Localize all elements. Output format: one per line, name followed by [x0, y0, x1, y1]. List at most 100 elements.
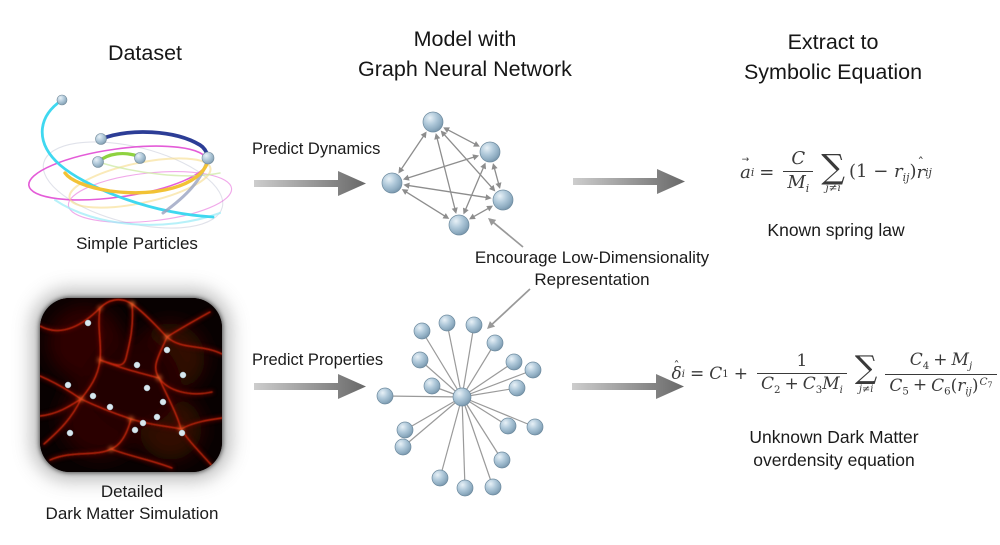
eq-plus: + — [733, 364, 748, 385]
eq-M: M — [951, 350, 969, 370]
edge-arrowhead — [472, 154, 480, 161]
particle-sphere — [134, 152, 146, 164]
eq-equals: = — [759, 161, 775, 183]
graph-node — [492, 189, 514, 211]
graph-edge — [461, 396, 503, 461]
column-header-model: Model with Graph Neural Network — [335, 24, 595, 84]
graph-edge — [406, 191, 445, 217]
edge-arrowhead — [401, 189, 409, 195]
particle-sphere — [92, 156, 104, 168]
graph-edge — [402, 396, 463, 448]
orbit-curve-cyan — [40, 98, 215, 219]
dark-matter-caption: Detailed Dark Matter Simulation — [26, 481, 238, 526]
dm-caption-line2: Dark Matter Simulation — [45, 504, 219, 524]
exponent-C7: C7 — [979, 376, 993, 389]
eq-sub-i: i — [839, 384, 843, 396]
header-model-line1: Model with — [413, 27, 517, 51]
eq-open: (1 − — [849, 160, 895, 182]
graph-edge — [461, 369, 534, 398]
arrow-head — [338, 171, 366, 196]
eq-sub-2: 2 — [773, 384, 781, 396]
arrow-shaft — [572, 383, 658, 390]
dm-eq-caption-line2: overdensity equation — [753, 449, 915, 470]
arrow-shaft — [254, 383, 340, 390]
eq-sub-7: 7 — [987, 379, 993, 389]
dm-eq-caption-line1: Unknown Dark Matter — [749, 427, 919, 447]
graph-edge — [400, 135, 425, 170]
sigma-symbol: ∑ — [854, 350, 878, 387]
graph-edge — [461, 324, 475, 398]
spring-caption: Known spring law — [736, 219, 936, 242]
graph-edge — [443, 134, 493, 188]
predict-properties-text: Predict Properties — [252, 351, 384, 369]
eq-C: C — [931, 375, 945, 396]
eq-C: C — [760, 373, 774, 394]
eq-C: C — [889, 375, 903, 396]
eq-C: C — [709, 364, 723, 385]
column-header-dataset: Dataset — [45, 38, 245, 68]
orbit-trail-green-faint — [97, 161, 221, 177]
eq-plus: + — [933, 350, 948, 370]
header-extract-line1: Extract to — [787, 30, 879, 54]
graph-node — [396, 421, 414, 439]
predict-dynamics-text: Predict Dynamics — [252, 140, 381, 158]
eq-sub-i: i — [805, 181, 810, 195]
eq-C: C — [791, 148, 806, 169]
gradient-arrow-extract-bottom — [572, 374, 684, 399]
frac-den: C5+C6(rij)C7 — [885, 373, 997, 398]
dark-matter-equation-caption: Unknown Dark Matter overdensity equation — [728, 426, 940, 472]
eq-sub-i: i — [681, 368, 685, 380]
graph-node — [524, 361, 542, 379]
graph-node — [465, 316, 483, 334]
frac-num: C4+Mj — [906, 350, 976, 374]
predict-dynamics-label: Predict Dynamics — [252, 140, 380, 159]
graph-node — [486, 334, 504, 352]
fraction-one-over-C2C3Mi: 1 C2+C3Mi — [756, 352, 847, 397]
graph-edge — [461, 396, 466, 489]
orbit-curve-green — [96, 151, 142, 164]
arrow-head — [657, 169, 685, 194]
graph-node — [438, 314, 456, 332]
graph-node — [456, 479, 474, 497]
graph-node — [505, 353, 523, 371]
vector-a: a→ — [740, 155, 751, 182]
eq-sub-6: 6 — [944, 386, 951, 398]
graph-node — [526, 418, 544, 436]
orbit-particles — [56, 94, 215, 168]
graph-node — [484, 478, 502, 496]
graph-edge — [384, 395, 463, 398]
edge-arrowhead — [420, 131, 427, 139]
gradient-arrow-properties — [254, 374, 366, 399]
graph-edge — [421, 330, 463, 398]
graph-edge — [447, 129, 476, 145]
frac-den: C2+C3Mi — [756, 372, 847, 397]
sum-limits: j≠i — [825, 182, 841, 195]
encourage-line1: Encourage Low-Dimensionality — [474, 248, 710, 267]
eq-sub-ij: ij — [925, 165, 932, 179]
dm-caption-line1: Detailed — [100, 482, 164, 501]
hat-accent: ˆ — [673, 359, 680, 374]
edge-arrowhead — [486, 205, 494, 212]
graph-node — [479, 141, 501, 163]
edge-arrowhead — [473, 141, 480, 147]
encourage-annotation: Encourage Low-Dimensionality Representat… — [462, 247, 722, 292]
graph-node — [376, 387, 394, 405]
eq-sub-1: 1 — [722, 368, 729, 380]
eq-plus: + — [784, 373, 799, 394]
eq-sub-3: 3 — [815, 384, 823, 396]
frac-num: C — [787, 148, 809, 171]
orbit-trajectories-graphic — [28, 94, 233, 229]
header-dataset-text: Dataset — [107, 41, 183, 65]
dark-matter-simulation-graphic — [40, 298, 222, 472]
edge-arrowhead — [398, 166, 405, 174]
graph-node — [413, 322, 431, 340]
edge-arrowhead — [443, 127, 450, 133]
sum-limits: j≠i — [858, 384, 874, 395]
graph-edge — [473, 207, 489, 218]
arrow-shaft — [573, 178, 659, 185]
eq-open: ( — [950, 375, 958, 396]
graph-edge — [436, 138, 456, 209]
